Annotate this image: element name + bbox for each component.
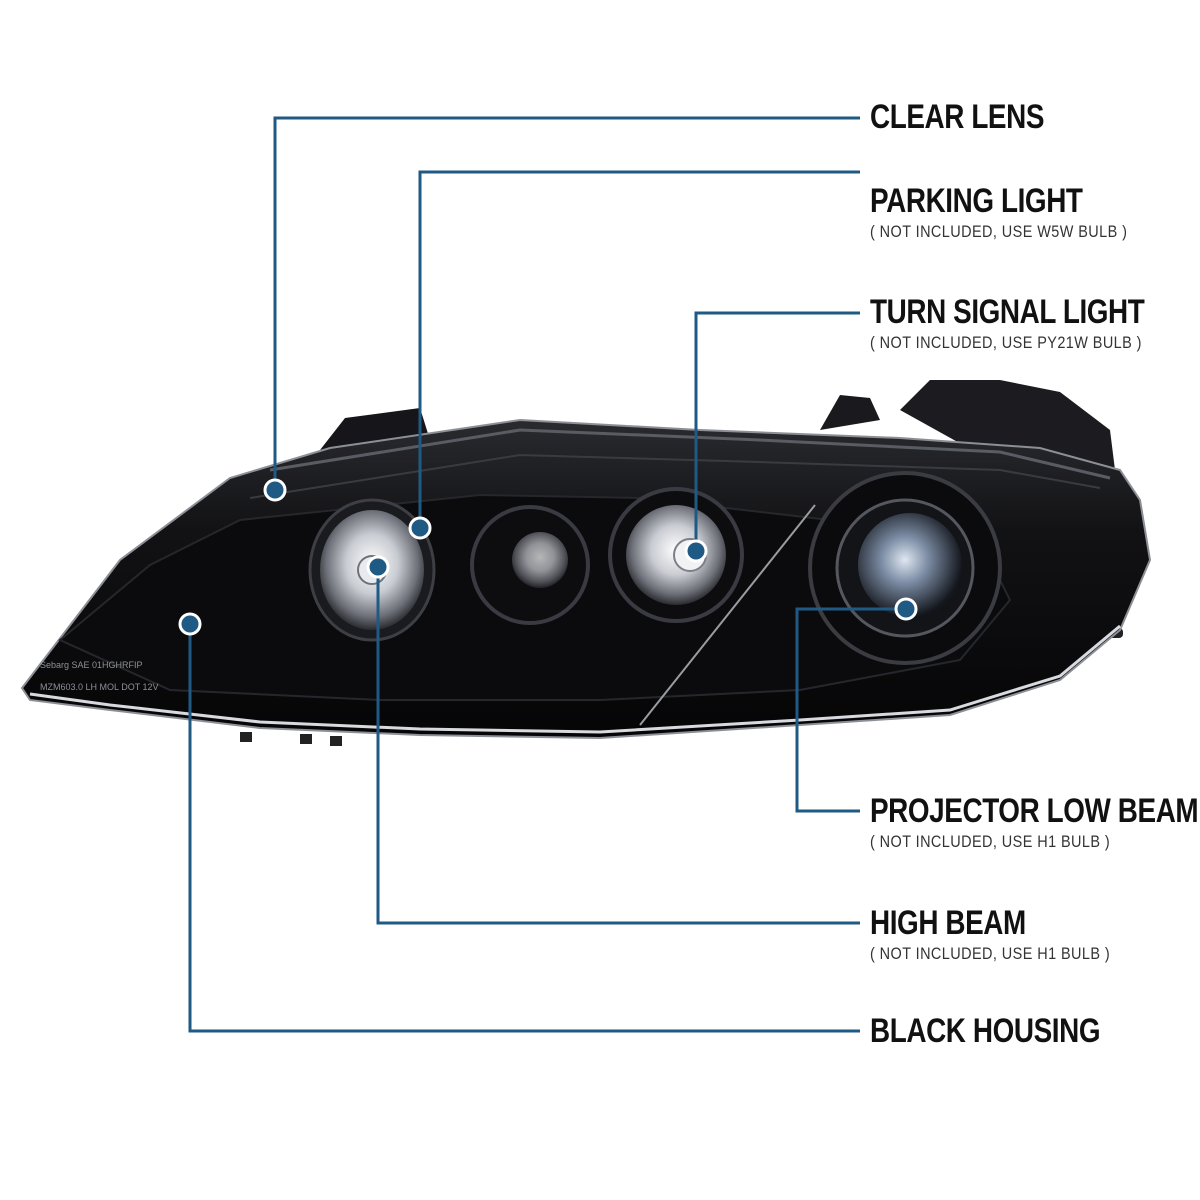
callout-black-housing: BLACK HOUSING	[870, 1014, 1151, 1048]
callout-dot-black-housing	[178, 612, 202, 636]
callout-dot-parking-light	[408, 516, 432, 540]
mount-tab	[240, 732, 252, 742]
callout-dot-clear-lens	[263, 478, 287, 502]
callout-parking-light: PARKING LIGHT ( NOT INCLUDED, USE W5W BU…	[870, 184, 1173, 242]
callout-turn-signal-light: TURN SIGNAL LIGHT ( NOT INCLUDED, USE PY…	[870, 295, 1200, 353]
callout-note: ( NOT INCLUDED, USE PY21W BULB )	[870, 333, 1142, 352]
mount-tab	[330, 736, 342, 746]
callout-note: ( NOT INCLUDED, USE H1 BULB )	[870, 832, 1111, 851]
callout-title: PARKING LIGHT	[870, 182, 1083, 220]
leader-parking-light	[418, 170, 860, 528]
leader-clear-lens	[273, 116, 860, 490]
leader-black-housing	[188, 624, 860, 1033]
lens-seam	[639, 504, 816, 726]
callout-clear-lens: CLEAR LENS	[870, 100, 1082, 134]
lens-markings: Sebarg SAE 01HGHRFIP MZM603.0 LH MOL DOT…	[40, 660, 159, 692]
small-ring-inner	[512, 532, 568, 588]
leader-high-beam	[376, 567, 860, 925]
callout-title: TURN SIGNAL LIGHT	[870, 293, 1145, 331]
leader-projector-low-beam	[795, 607, 906, 813]
lens-ridge	[249, 453, 1101, 499]
lens-chrome-trim	[29, 624, 1121, 734]
lens-highlight	[269, 428, 1111, 480]
lens-marking-line1: Sebarg SAE 01HGHRFIP	[40, 660, 143, 670]
callout-title: HIGH BEAM	[870, 904, 1026, 942]
callout-title: PROJECTOR LOW BEAM	[870, 792, 1199, 830]
rear-bracket	[900, 380, 1115, 470]
callout-dot-projector-low-beam	[894, 597, 918, 621]
callout-note: ( NOT INCLUDED, USE W5W BULB )	[870, 222, 1128, 241]
callout-high-beam: HIGH BEAM ( NOT INCLUDED, USE H1 BULB )	[870, 906, 1152, 964]
mount-tab	[300, 734, 312, 744]
lens-marking-line2: MZM603.0 LH MOL DOT 12V	[40, 682, 159, 692]
callout-title: BLACK HOUSING	[870, 1012, 1101, 1050]
rear-bracket	[820, 395, 880, 430]
callout-dot-turn-signal-light	[684, 539, 708, 563]
leader-turn-signal-light	[694, 311, 860, 551]
callout-title: CLEAR LENS	[870, 98, 1045, 136]
callout-projector-low-beam: PROJECTOR LOW BEAM ( NOT INCLUDED, USE H…	[870, 794, 1200, 852]
projector-lens	[858, 513, 962, 617]
callout-dot-high-beam	[366, 555, 390, 579]
callout-note: ( NOT INCLUDED, USE H1 BULB )	[870, 944, 1111, 963]
